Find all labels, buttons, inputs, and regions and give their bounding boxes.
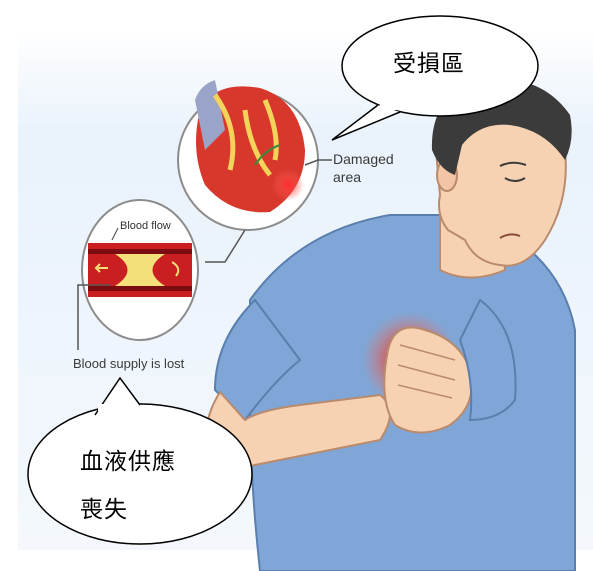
bubble-bottom-line1: 血液供應: [80, 438, 220, 486]
damage-spot: [272, 169, 304, 201]
bubble-bottom-line2: 喪失: [80, 486, 220, 534]
blood-flow-label: Blood flow: [120, 220, 171, 232]
blood-supply-lost-label: Blood supply is lost: [73, 356, 184, 371]
bubble-bottom-text: 血液供應 喪失: [80, 438, 220, 534]
bubble-top-text: 受損區: [393, 44, 465, 78]
damaged-area-label: Damaged area: [333, 150, 413, 186]
